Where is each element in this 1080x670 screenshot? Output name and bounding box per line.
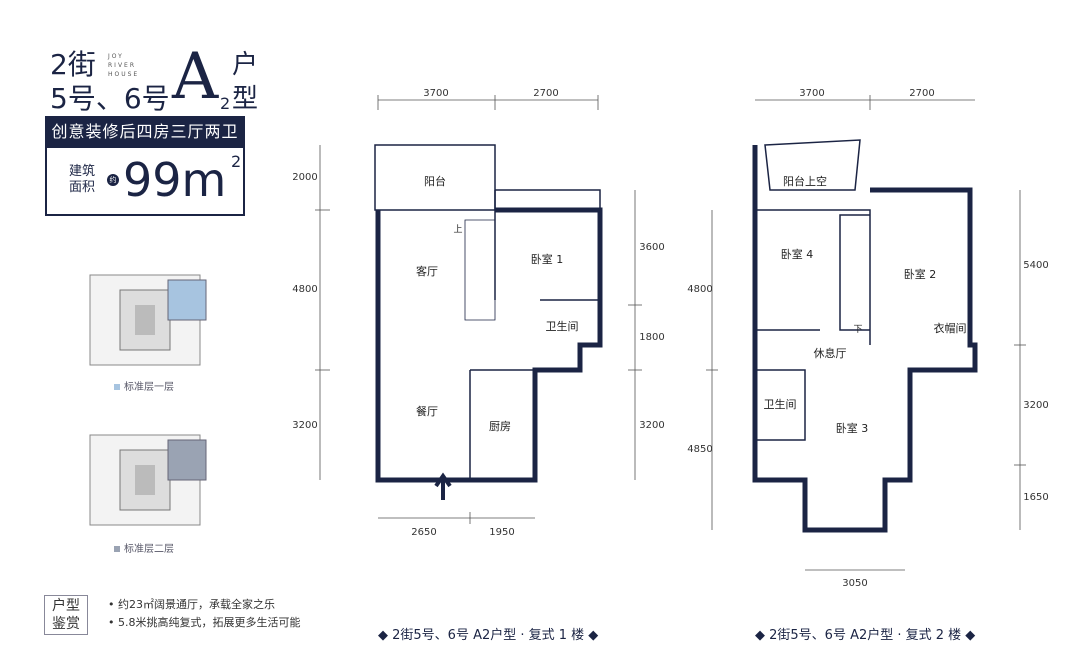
room-label: 卧室 4 (781, 247, 814, 261)
note-item: • 5.8米挑高纯复式，拓展更多生活可能 (108, 616, 301, 629)
area-unit-sup: 2 (231, 152, 242, 171)
notes-label: 户型鉴赏 (44, 595, 88, 635)
approx-badge: 约 (107, 174, 119, 186)
dim: 1650 (1023, 492, 1048, 503)
dim: 4800 (687, 284, 712, 295)
area-value: 99m (123, 153, 227, 207)
stair-label: 上 (453, 224, 462, 235)
dim: 3200 (292, 420, 317, 431)
thumbnail-caption-2: 标准层二层 (114, 540, 174, 555)
dim: 2000 (292, 172, 317, 183)
dim: 2650 (411, 527, 436, 538)
dim: 4800 (292, 284, 317, 295)
area-label: 建筑面积 (69, 164, 96, 195)
unit-letter: A (172, 40, 219, 114)
area-box: 建筑面积 约 99m 2 (45, 148, 245, 216)
dim: 3700 (423, 88, 448, 99)
room-label: 厨房 (489, 420, 511, 433)
notes-list: • 约23㎡阔景通厅，承载全家之乐 • 5.8米挑高纯复式，拓展更多生活可能 (108, 596, 301, 632)
room-label: 休息厅 (814, 346, 847, 360)
dim: 3200 (1023, 400, 1048, 411)
dim: 3200 (639, 420, 664, 431)
plan2-caption: ◆ 2街5号、6号 A2户型 · 复式 2 楼 ◆ (755, 628, 976, 643)
dim: 2700 (533, 88, 558, 99)
dim: 3050 (842, 578, 867, 589)
title-unit-type: 户型 (232, 50, 259, 114)
room-label: 卧室 1 (531, 252, 564, 266)
floor-thumbnail-2 (89, 434, 207, 526)
room-label: 卫生间 (764, 397, 797, 411)
plan1-caption: ◆ 2街5号、6号 A2户型 · 复式 1 楼 ◆ (378, 628, 599, 643)
room-label: 卧室 2 (904, 267, 937, 281)
unit-sub: 2 (220, 94, 231, 113)
note-item: • 约23㎡阔景通厅，承载全家之乐 (108, 598, 275, 611)
floor-thumbnail-1 (89, 274, 207, 366)
tagline: 创意装修后四房三厅两卫 (45, 116, 245, 148)
thumbnail-caption-1: 标准层一层 (114, 378, 174, 393)
dim: 3700 (799, 88, 824, 99)
room-label: 阳台 (424, 174, 446, 188)
dim: 5400 (1023, 260, 1048, 271)
room-label: 餐厅 (416, 404, 438, 418)
dim: 4850 (687, 444, 712, 455)
dim: 1800 (639, 332, 664, 343)
room-label: 阳台上空 (783, 174, 827, 188)
dim: 2700 (909, 88, 934, 99)
dim: 3600 (639, 242, 664, 253)
room-label: 卧室 3 (836, 421, 869, 435)
dim: 1950 (489, 527, 514, 538)
room-label: 卫生间 (546, 319, 579, 333)
stair-label: 下 (853, 325, 862, 335)
room-label: 衣帽间 (934, 321, 967, 335)
room-label: 客厅 (416, 264, 438, 278)
